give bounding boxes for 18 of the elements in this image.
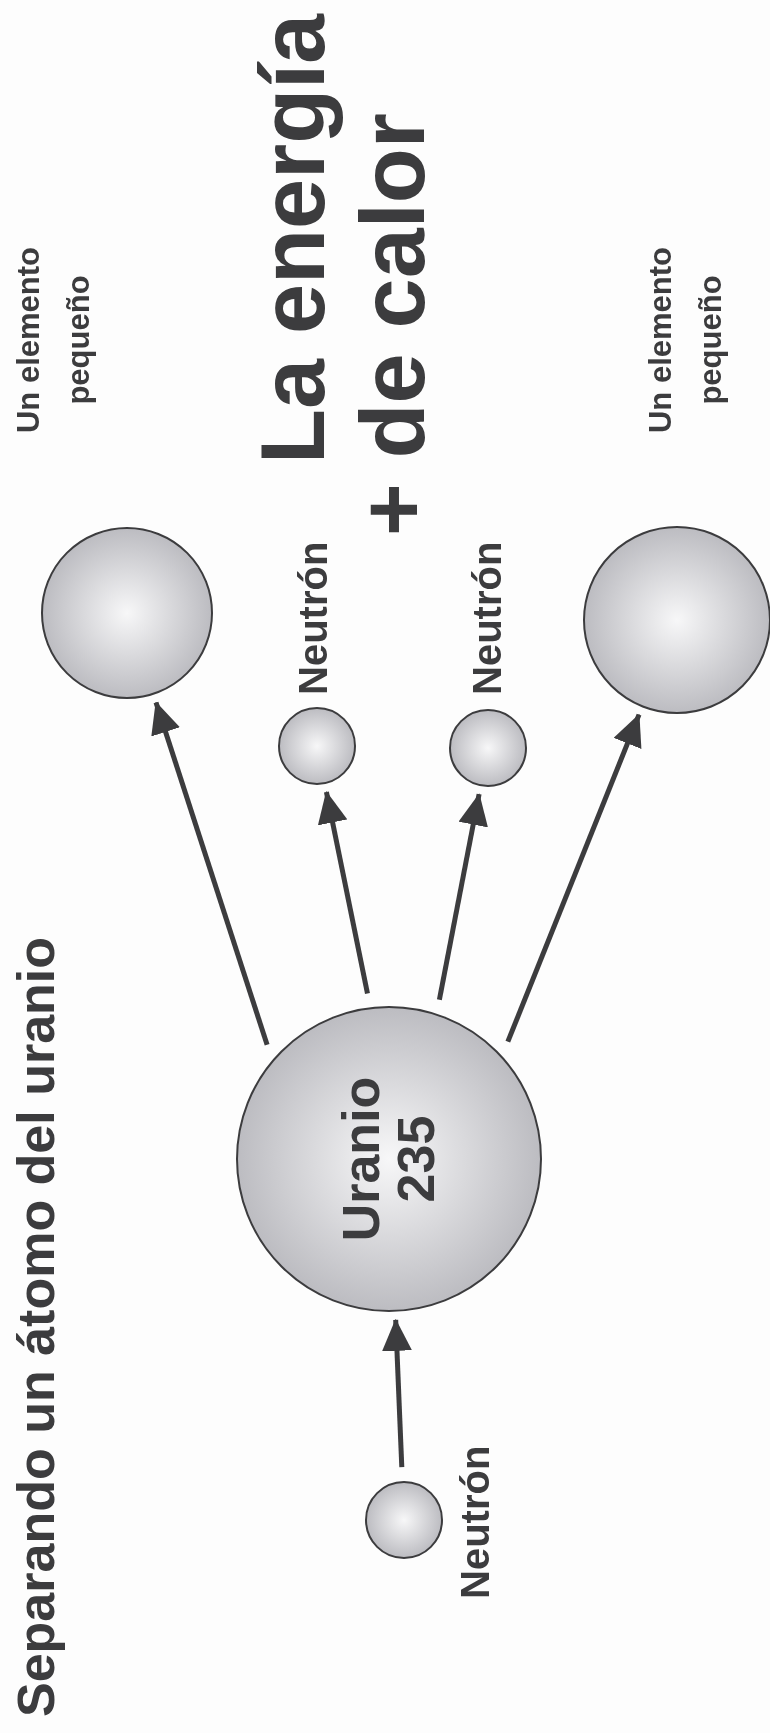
particle-label: Neutrón	[464, 541, 510, 695]
arrow	[317, 791, 370, 994]
small-sphere	[449, 709, 527, 787]
arrow	[505, 713, 642, 1043]
diagram-title: Separando un átomo del uranio	[6, 936, 66, 1717]
particle-label: Neutrón	[290, 541, 336, 695]
small-sphere	[278, 707, 356, 785]
large-sphere	[236, 1006, 542, 1312]
arrow	[436, 793, 488, 1001]
particle-label: Un elemento pequeño	[642, 246, 729, 435]
arrow	[382, 1318, 412, 1468]
particle-label: Neutrón	[452, 1445, 498, 1599]
arrow	[151, 701, 270, 1046]
nucleus-label: Uranio 235	[334, 1075, 444, 1244]
energy-heading: La energía + de calor	[243, 12, 443, 536]
sphere	[41, 527, 213, 699]
small-sphere	[365, 1481, 443, 1559]
particle-label: Un elemento pequeño	[10, 246, 97, 435]
